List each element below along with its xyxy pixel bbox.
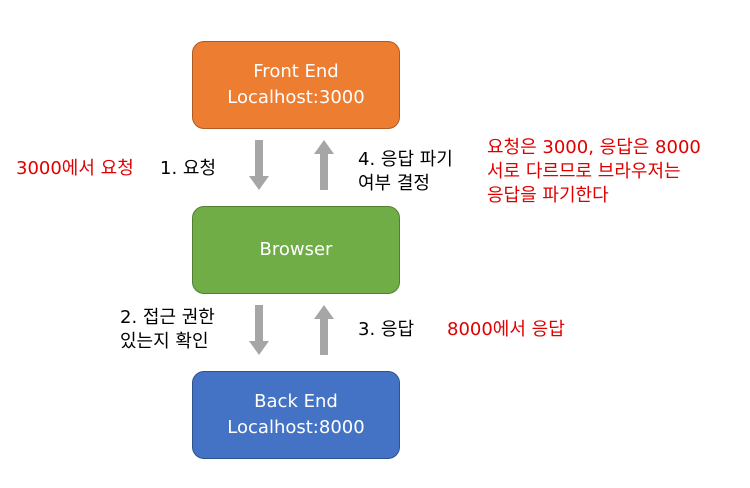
explanation-line1: 요청은 3000, 응답은 8000 [487, 137, 701, 158]
frontend-host: Localhost:3000 [227, 87, 365, 108]
discard-explanation-annotation: 요청은 3000, 응답은 8000 서로 다르므로 브라우저는 응답을 파기한… [487, 136, 701, 208]
explanation-line3: 응답을 파기한다 [487, 185, 609, 206]
explanation-line2: 서로 다르므로 브라우저는 [487, 161, 681, 182]
response-origin-annotation: 8000에서 응답 [447, 319, 565, 340]
frontend-node: Front End Localhost:3000 [192, 41, 400, 129]
access-check-label: 2. 접근 권한 있는지 확인 [120, 306, 215, 354]
response-label: 3. 응답 [358, 319, 415, 340]
arrow-access-down [249, 305, 269, 355]
discard-decision-line1: 4. 응답 파기 [358, 149, 453, 170]
backend-host: Localhost:8000 [227, 417, 365, 438]
request-label: 1. 요청 [160, 158, 217, 179]
frontend-title: Front End [253, 61, 339, 82]
browser-title: Browser [259, 239, 333, 260]
backend-title: Back End [254, 391, 338, 412]
arrow-response-up [314, 305, 334, 355]
request-origin-annotation: 3000에서 요청 [16, 158, 134, 179]
discard-decision-line2: 여부 결정 [358, 173, 430, 194]
access-check-line2: 있는지 확인 [120, 331, 209, 352]
access-check-line1: 2. 접근 권한 [120, 307, 215, 328]
backend-node: Back End Localhost:8000 [192, 371, 400, 459]
arrow-request-down [249, 140, 269, 190]
browser-node: Browser [192, 206, 400, 294]
arrow-discard-up [314, 140, 334, 190]
discard-decision-label: 4. 응답 파기 여부 결정 [358, 148, 453, 196]
